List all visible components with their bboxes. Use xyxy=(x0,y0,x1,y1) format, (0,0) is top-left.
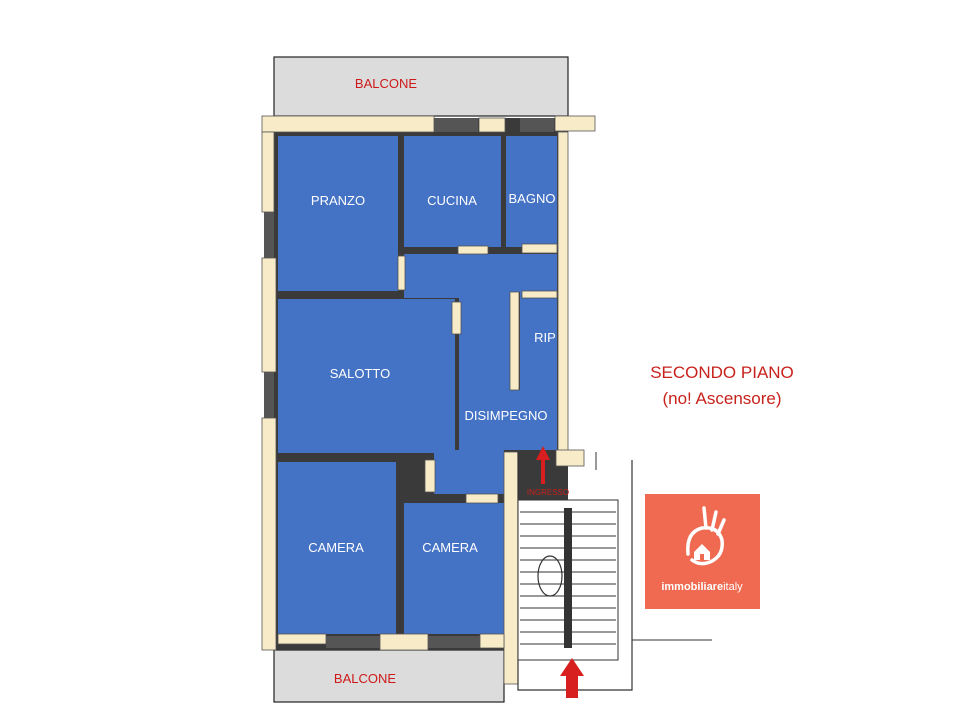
stair-arrow-up xyxy=(560,658,584,698)
label-salotto: SALOTTO xyxy=(330,366,390,381)
balcony-top xyxy=(273,56,569,117)
balcony-bottom xyxy=(273,649,505,703)
brand-logo: immobiliareitaly xyxy=(645,494,760,609)
house-hand-icon xyxy=(686,506,726,566)
label-bagno: BAGNO xyxy=(509,191,556,206)
logo-brand-light: italy xyxy=(723,581,743,593)
room-salotto xyxy=(278,299,455,453)
label-balcony-top: BALCONE xyxy=(355,76,417,91)
room-pranzo xyxy=(278,136,398,291)
house-icon xyxy=(694,544,710,560)
room-camera-2 xyxy=(404,503,504,634)
room-bagno xyxy=(506,136,557,247)
room-cucina xyxy=(404,136,501,247)
floor-subtitle: (no! Ascensore) xyxy=(662,389,781,408)
logo-brand-bold: immobiliare xyxy=(661,581,723,593)
logo-text: immobiliareitaly xyxy=(661,581,743,593)
label-ingresso: INGRESSO xyxy=(527,488,569,497)
label-rip: RIP xyxy=(534,330,556,345)
floor-title: SECONDO PIANO xyxy=(650,363,794,382)
label-camera-1: CAMERA xyxy=(308,540,364,555)
label-disimpegno: DISIMPEGNO xyxy=(464,408,547,423)
label-pranzo: PRANZO xyxy=(311,193,365,208)
label-camera-2: CAMERA xyxy=(422,540,478,555)
entrance-arrow-up xyxy=(536,446,550,484)
label-balcony-bottom: BALCONE xyxy=(334,671,396,686)
window-frames xyxy=(264,118,554,648)
room-rip xyxy=(522,298,557,378)
room-disimpegno-lower xyxy=(434,450,504,494)
label-cucina: CUCINA xyxy=(427,193,477,208)
stairwell xyxy=(517,452,712,691)
room-camera-1 xyxy=(278,462,396,634)
wall-openings xyxy=(261,115,596,685)
